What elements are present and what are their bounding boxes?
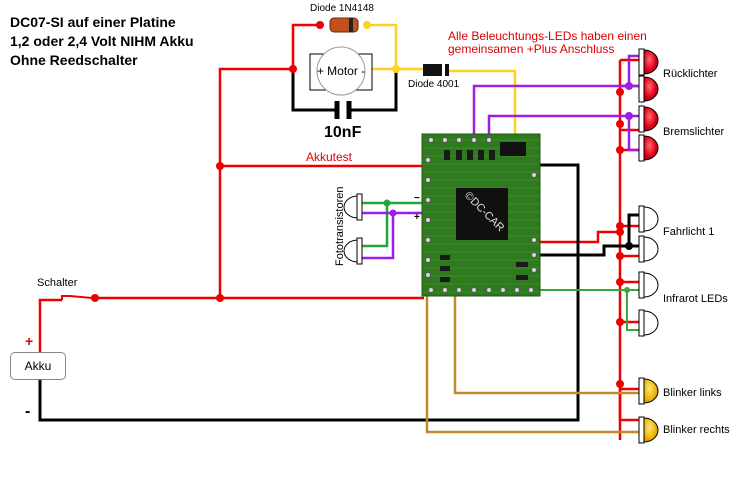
led-bremslicht-1 (638, 105, 659, 133)
motor-label: + Motor - (317, 64, 365, 78)
wire-plus-motor (218, 67, 293, 300)
wire-blinker-links (453, 294, 640, 395)
led-label-infrarot: Infrarot LEDs (663, 293, 728, 305)
battery-plus: + (25, 333, 33, 349)
wire-battery-switch (38, 298, 62, 352)
battery-minus: - (25, 403, 30, 420)
led-label-fahrlicht: Fahrlicht 1 (663, 226, 714, 238)
wire-blinker-rechts (425, 294, 640, 434)
diode-4001: Diode 4001 (408, 64, 460, 90)
led-label-blinker-rechts: Blinker rechts (663, 424, 730, 436)
wire-fahrlicht-ground (540, 244, 640, 257)
led-infrarot-1 (638, 271, 659, 299)
wire-ruecklicht (472, 84, 640, 134)
diode-top-label: Diode 1N4148 (310, 3, 374, 14)
wire-fahrlicht-red (540, 230, 620, 244)
ground-wires (38, 69, 640, 422)
junctions (91, 21, 633, 388)
battery: Akku (10, 352, 66, 380)
switch-label: Schalter (37, 277, 78, 289)
title-line-1: DC07-SI auf einer Platine (10, 14, 176, 30)
led-ruecklicht-2 (638, 75, 659, 103)
led-label-bremslichter: Bremslichter (663, 126, 724, 138)
title-line-2: 1,2 oder 2,4 Volt NIHM Akku (10, 33, 194, 49)
wire-cap-left (291, 69, 337, 112)
phototransistor-1 (343, 193, 363, 221)
wire-plus-diode-top (291, 23, 320, 69)
led-bremslicht-2 (638, 134, 659, 162)
tail-brake-wires (472, 54, 640, 152)
wire-diode-top-right (367, 23, 424, 71)
diode-1n4148: Diode 1N4148 (310, 3, 374, 33)
wire-ground-main (38, 163, 580, 422)
led-blinker-links (638, 377, 659, 405)
led-label-blinker-links: Blinker links (663, 387, 722, 399)
infrared-wires (540, 289, 640, 331)
decoder-board: ©DC-CAR (421, 133, 541, 297)
led-fahrlicht-2 (638, 235, 659, 263)
led-fahrlicht-1 (638, 205, 659, 233)
title-block: DC07-SI auf einer Platine 1,2 oder 2,4 V… (10, 14, 194, 68)
led-infrarot-2 (638, 309, 659, 337)
common-plus-note-2: gemeinsamen +Plus Anschluss (448, 42, 614, 56)
led-blinker-rechts (638, 416, 659, 444)
blinker-wires (425, 294, 640, 434)
title-line-3: Ohne Reedschalter (10, 52, 138, 68)
phototransistors-label: Fototransistoren (334, 187, 346, 266)
led-ruecklicht-1 (638, 48, 659, 76)
phototransistor-2 (343, 237, 363, 265)
wire-motor-decoder (448, 69, 517, 134)
capacitor-label: 10nF (324, 124, 362, 141)
switch: Schalter (37, 277, 93, 300)
pt-minus-label: − (414, 193, 420, 204)
pt-plus-label: + (414, 212, 420, 223)
wire-bremslicht (487, 114, 640, 134)
motor: + Motor - (309, 46, 373, 96)
diode-main-label: Diode 4001 (408, 79, 460, 90)
battery-label: Akku (24, 359, 52, 373)
akkutest-label: Akkutest (306, 150, 353, 164)
common-plus-note-1: Alle Beleuchtungs-LEDs haben einen (448, 29, 647, 43)
led-label-ruecklichter: Rücklichter (663, 68, 718, 80)
wire-cap-right (349, 69, 398, 112)
